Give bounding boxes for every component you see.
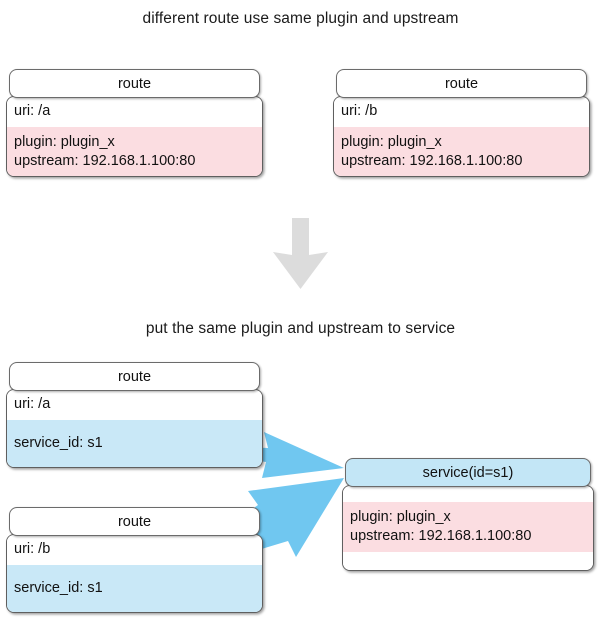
route-box-a-uri-row: uri: /a bbox=[7, 97, 262, 127]
route-box-a-plugin: plugin: plugin_x bbox=[14, 133, 115, 150]
top-section-title: different route use same plugin and upst… bbox=[142, 10, 459, 27]
route-box-a-plugin-row: plugin: plugin_x upstream: 192.168.1.100… bbox=[7, 127, 262, 176]
route-service-box-b-uri-row: uri: /b bbox=[7, 535, 262, 565]
route-service-box-b-serviceid: service_id: s1 bbox=[14, 580, 103, 597]
route-box-b-header: route bbox=[336, 69, 587, 98]
service-box-top-pad bbox=[343, 486, 593, 502]
route-box-a-body: uri: /a plugin: plugin_x upstream: 192.1… bbox=[6, 96, 263, 177]
route-box-a[interactable]: route uri: /a plugin: plugin_x upstream:… bbox=[6, 69, 263, 177]
route-box-b-upstream: upstream: 192.168.1.100:80 bbox=[341, 153, 523, 169]
route-box-b-uri: uri: /b bbox=[341, 103, 378, 120]
route-service-box-b-uri: uri: /b bbox=[14, 541, 51, 558]
route-box-b-plugin-row: plugin: plugin_x upstream: 192.168.1.100… bbox=[334, 127, 589, 176]
route-service-box-a-body: uri: /a service_id: s1 bbox=[6, 389, 263, 468]
bottom-section-title: put the same plugin and upstream to serv… bbox=[145, 320, 456, 337]
service-box-header: service(id=s1) bbox=[345, 458, 591, 487]
transform-down-arrow-icon bbox=[273, 218, 328, 289]
service-box[interactable]: service(id=s1) plugin: plugin_x upstream… bbox=[342, 458, 594, 571]
route-box-b-plugin: plugin: plugin_x bbox=[341, 133, 442, 150]
route-box-b-body: uri: /b plugin: plugin_x upstream: 192.1… bbox=[333, 96, 590, 177]
service-box-bottom-pad bbox=[343, 552, 593, 570]
service-box-upstream: upstream: 192.168.1.100:80 bbox=[350, 528, 532, 544]
route-service-box-b-body: uri: /b service_id: s1 bbox=[6, 534, 263, 613]
route-box-a-uri: uri: /a bbox=[14, 103, 51, 120]
service-box-plugin-row: plugin: plugin_x upstream: 192.168.1.100… bbox=[343, 502, 593, 552]
route-service-box-a-uri: uri: /a bbox=[14, 396, 51, 413]
route-box-b-uri-row: uri: /b bbox=[334, 97, 589, 127]
route-box-a-upstream: upstream: 192.168.1.100:80 bbox=[14, 153, 196, 169]
route-service-box-a-uri-row: uri: /a bbox=[7, 390, 262, 420]
route-service-box-a-header: route bbox=[9, 362, 260, 391]
route-service-box-b-header: route bbox=[9, 507, 260, 536]
service-box-plugin: plugin: plugin_x bbox=[350, 508, 451, 525]
route-service-box-a-serviceid: service_id: s1 bbox=[14, 435, 103, 452]
route-service-box-a-serviceid-row: service_id: s1 bbox=[7, 420, 262, 467]
route-service-box-b-serviceid-row: service_id: s1 bbox=[7, 565, 262, 612]
service-box-body: plugin: plugin_x upstream: 192.168.1.100… bbox=[342, 485, 594, 571]
route-service-box-b[interactable]: route uri: /b service_id: s1 bbox=[6, 507, 263, 613]
route-service-box-a[interactable]: route uri: /a service_id: s1 bbox=[6, 362, 263, 468]
route-box-b[interactable]: route uri: /b plugin: plugin_x upstream:… bbox=[333, 69, 590, 177]
route-box-a-header: route bbox=[9, 69, 260, 98]
